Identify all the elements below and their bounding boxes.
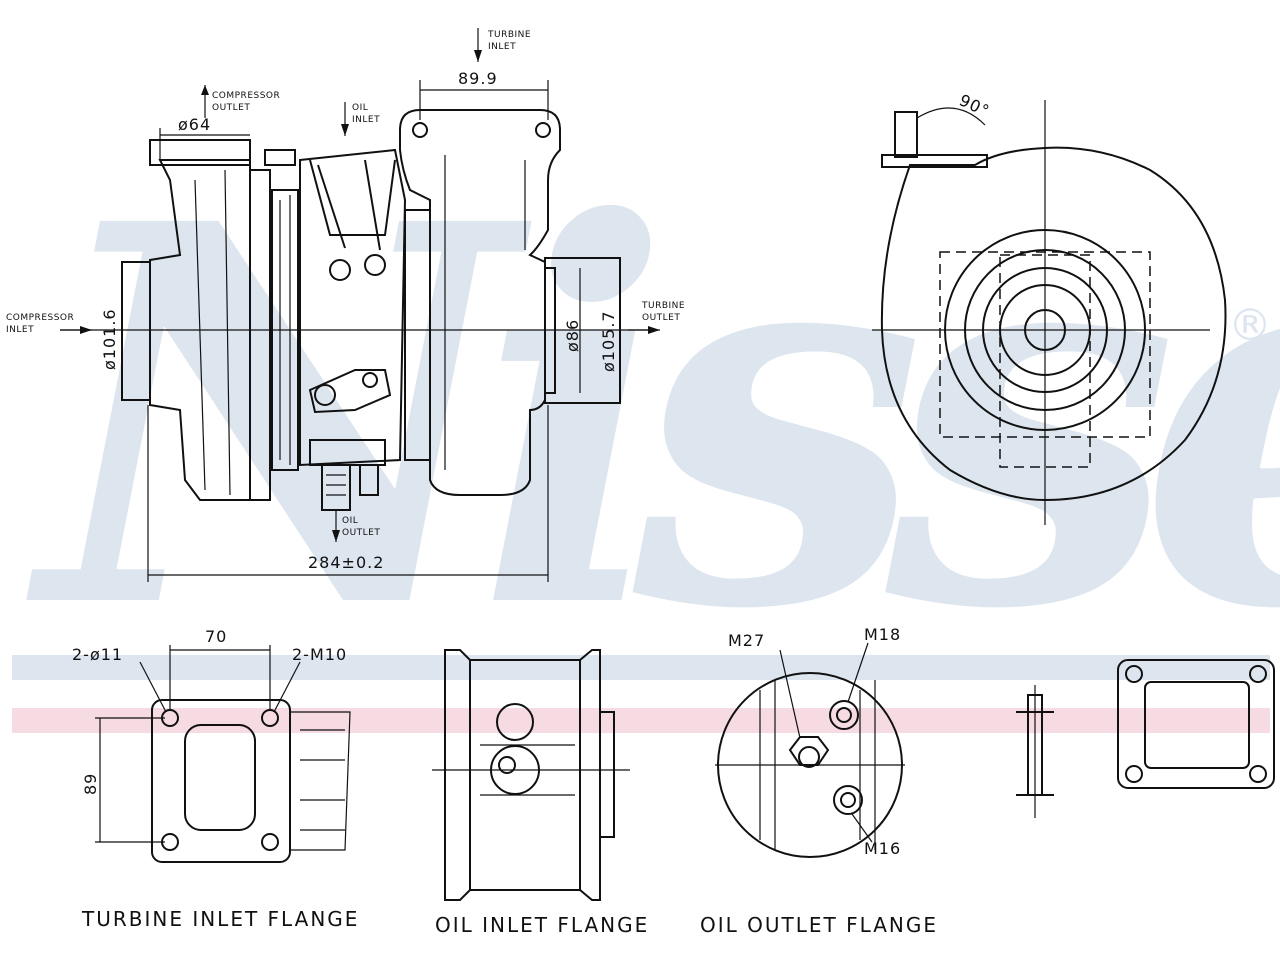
dim-overall-length: 284±0.2 xyxy=(308,553,384,572)
svg-text:INLET: INLET xyxy=(6,325,34,335)
svg-text:OIL: OIL xyxy=(352,103,368,113)
oil-outlet-flange: M27 M18 M16 OIL OUTLET FLANGE xyxy=(700,625,938,937)
turbine-inlet-flange-caption: TURBINE INLET FLANGE xyxy=(81,907,359,931)
dim-compressor-inlet-diameter: ø101.6 xyxy=(100,308,119,370)
svg-text:OUTLET: OUTLET xyxy=(212,103,250,113)
oil-inlet-flange: OIL INLET FLANGE xyxy=(432,649,649,937)
label-compressor-outlet: COMPRESSOR OUTLET xyxy=(201,85,280,118)
side-view: 89.9 ø64 ø101.6 ø86 ø105.7 284±0.2 TURBI… xyxy=(6,28,685,582)
svg-text:OUTLET: OUTLET xyxy=(642,313,680,323)
label-oil-outlet: OIL OUTLET xyxy=(332,510,380,542)
svg-text:COMPRESSOR: COMPRESSOR xyxy=(6,313,74,323)
oil-outlet-thread-top: M18 xyxy=(864,625,901,644)
oil-outlet-thread-bottom: M16 xyxy=(864,839,901,858)
svg-text:INLET: INLET xyxy=(488,42,516,52)
svg-text:OUTLET: OUTLET xyxy=(342,528,380,538)
watermark-registered-mark: ® xyxy=(1228,300,1272,351)
turbine-flange-height: 89 xyxy=(81,773,100,795)
dim-compressor-outlet-diameter: ø64 xyxy=(178,115,211,134)
label-oil-inlet: OIL INLET xyxy=(341,102,380,136)
turbine-flange-width: 70 xyxy=(205,627,227,646)
dim-turbine-outlet-inner-diameter: ø86 xyxy=(563,319,582,352)
dim-turbine-outlet-outer-diameter: ø105.7 xyxy=(599,310,618,372)
turbine-flange-threads: 2-M10 xyxy=(292,645,347,664)
turbine-inlet-gasket xyxy=(1117,659,1275,789)
turbine-inlet-flange: 70 89 2-ø11 2-M10 TURBINE INLET FLANGE xyxy=(72,627,359,931)
svg-text:TURBINE: TURBINE xyxy=(641,301,685,311)
label-turbine-inlet: TURBINE INLET xyxy=(474,28,531,62)
svg-text:INLET: INLET xyxy=(352,115,380,125)
oil-outlet-thread-center: M27 xyxy=(728,631,765,650)
oil-outlet-flange-caption: OIL OUTLET FLANGE xyxy=(700,913,938,937)
watermark: Nissens ® xyxy=(12,112,1280,733)
turbine-flange-holes: 2-ø11 xyxy=(72,645,123,664)
watermark-brand: Nissens xyxy=(24,112,1280,723)
watermark-stripe-red xyxy=(12,708,1270,733)
label-turbine-outlet: TURBINE OUTLET xyxy=(628,301,685,334)
svg-text:COMPRESSOR: COMPRESSOR xyxy=(212,91,280,101)
oil-inlet-flange-caption: OIL INLET FLANGE xyxy=(435,913,649,937)
label-compressor-inlet: COMPRESSOR INLET xyxy=(6,313,92,335)
dim-turbine-inlet-width: 89.9 xyxy=(458,69,498,88)
watermark-stripe-blue xyxy=(12,655,1270,680)
end-view: 90° xyxy=(872,90,1227,525)
bolt-detail xyxy=(1016,685,1054,818)
svg-text:TURBINE: TURBINE xyxy=(487,30,531,40)
svg-text:OIL: OIL xyxy=(342,516,358,526)
